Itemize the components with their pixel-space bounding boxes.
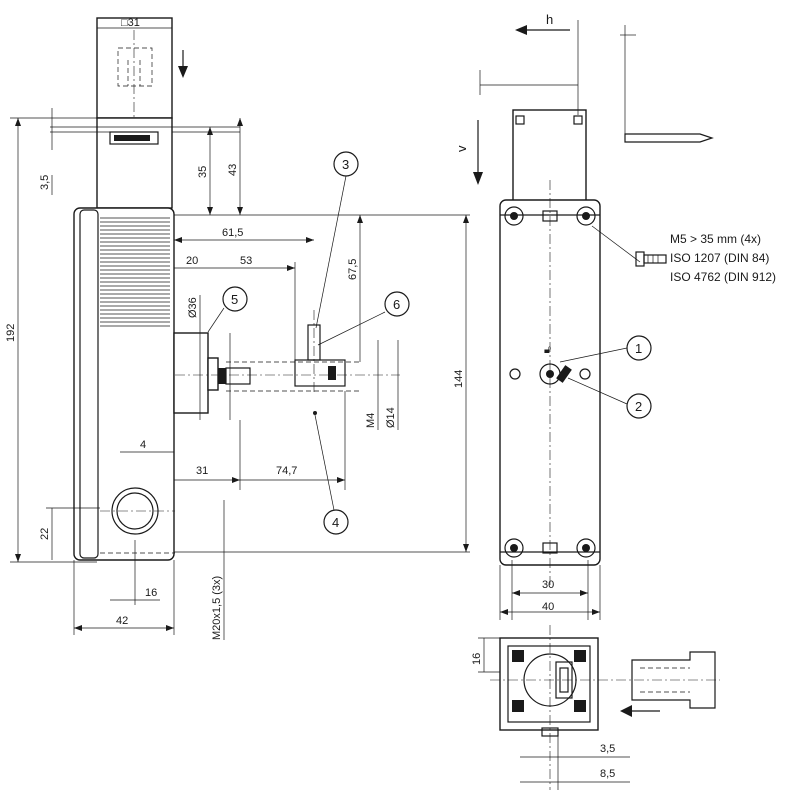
dim-16-bottom: 16 bbox=[471, 653, 483, 665]
dim-53: 53 bbox=[240, 255, 252, 267]
label-h: h bbox=[546, 12, 553, 27]
dim-3-5-bottom: 3,5 bbox=[600, 743, 615, 755]
dim-74-7: 74,7 bbox=[276, 465, 297, 477]
front-neck bbox=[512, 109, 587, 211]
front-view-dimensions: 144 30 40 bbox=[453, 215, 601, 620]
dim-m4: M4 bbox=[365, 413, 377, 428]
screw-spec-line-2: ISO 1207 (DIN 84) bbox=[670, 251, 769, 265]
side-view bbox=[50, 17, 400, 561]
actuator-key bbox=[631, 651, 716, 709]
dim-m20: M20x1,5 (3x) bbox=[211, 576, 223, 640]
mounting-screws bbox=[504, 206, 596, 558]
screw-icon bbox=[504, 538, 524, 558]
screw-icon bbox=[504, 206, 524, 226]
dim-22: 22 bbox=[39, 528, 51, 540]
callout-1 bbox=[626, 335, 652, 361]
lock-symbol-open: 🔓︎ bbox=[544, 344, 551, 356]
slot-icon bbox=[542, 210, 558, 222]
label-v: v bbox=[454, 145, 469, 152]
screw-spec-line-1: M5 > 35 mm (4x) bbox=[670, 232, 761, 246]
dim-42: 42 bbox=[116, 615, 128, 627]
slot-icon bbox=[542, 542, 558, 554]
screw-spec-line-3: ISO 4762 (DIN 912) bbox=[670, 270, 776, 284]
arrow-down-v-icon bbox=[473, 172, 483, 185]
screw-spec: M5 > 35 mm (4x) ISO 1207 (DIN 84) ISO 47… bbox=[591, 225, 776, 284]
dim-35: 35 bbox=[197, 166, 209, 178]
ribbed-grip bbox=[100, 217, 170, 327]
dim-4: 4 bbox=[140, 439, 146, 451]
switch-body bbox=[73, 207, 175, 561]
dim-40: 40 bbox=[542, 601, 554, 613]
callout-6 bbox=[384, 291, 410, 317]
side-view-dimensions: □31 3,5 35 43 192 61,5 67,5 bbox=[5, 17, 470, 640]
callout-5-label: 5 bbox=[231, 292, 238, 307]
screw-icon bbox=[576, 206, 596, 226]
handle-plate bbox=[173, 332, 209, 414]
dim-20: 20 bbox=[186, 255, 198, 267]
actuator-head bbox=[96, 17, 173, 119]
bottom-view bbox=[490, 625, 720, 790]
arrow-down-icon bbox=[178, 66, 188, 78]
dim-16-left: 16 bbox=[145, 587, 157, 599]
callout-5 bbox=[222, 286, 248, 312]
dim-30: 30 bbox=[542, 579, 554, 591]
dim-192: 192 bbox=[5, 324, 17, 342]
callout-2-label: 2 bbox=[635, 399, 642, 414]
screw-icon bbox=[576, 538, 596, 558]
dim-top-width: □31 bbox=[121, 17, 140, 29]
arrow-left-insert-icon bbox=[620, 705, 632, 717]
callout-4 bbox=[323, 509, 349, 535]
dim-3-5: 3,5 bbox=[39, 175, 51, 190]
callout-3 bbox=[333, 151, 359, 177]
dim-43: 43 bbox=[227, 164, 239, 176]
front-view: 🔓︎ h v bbox=[454, 12, 714, 585]
callout-6-label: 6 bbox=[393, 297, 400, 312]
callout-3-label: 3 bbox=[342, 157, 349, 172]
bottom-view-dimensions: 16 3,5 8,5 bbox=[471, 637, 630, 790]
dim-61-5: 61,5 bbox=[222, 227, 243, 239]
callout-4-label: 4 bbox=[332, 515, 339, 530]
callouts: 3 6 5 4 1 2 bbox=[207, 151, 652, 535]
dim-14: Ø14 bbox=[385, 407, 397, 428]
dim-144: 144 bbox=[453, 370, 465, 388]
callout-2 bbox=[626, 393, 652, 419]
dim-67-5: 67,5 bbox=[347, 259, 359, 280]
dim-36: Ø36 bbox=[187, 297, 199, 318]
dim-8-5: 8,5 bbox=[600, 768, 615, 780]
dim-31: 31 bbox=[196, 465, 208, 477]
callout-1-label: 1 bbox=[635, 341, 642, 356]
arrow-left-icon bbox=[515, 25, 527, 35]
